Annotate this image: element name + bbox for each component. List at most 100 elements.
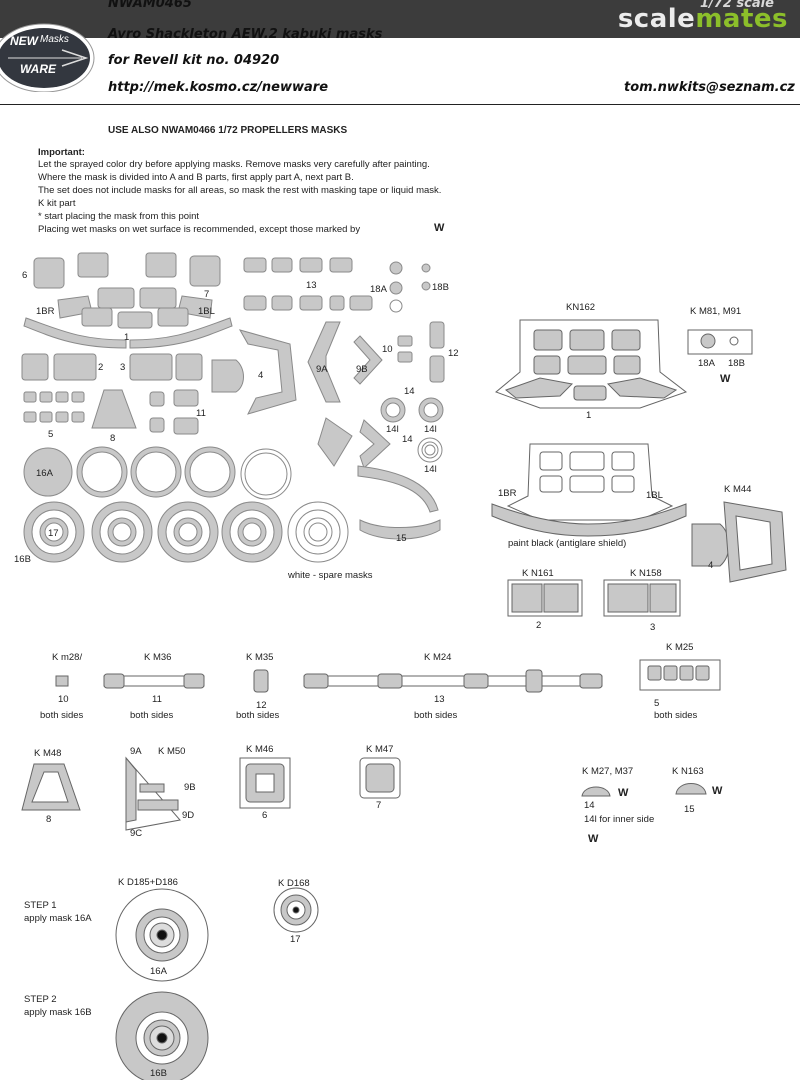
lbl-frame-1br: 1BR <box>498 488 517 499</box>
lbl-3: 3 <box>120 362 125 373</box>
lbl-km48-num: 8 <box>46 814 51 825</box>
lbl-12: 12 <box>448 348 459 359</box>
mask-piece <box>139 287 177 309</box>
lbl-kn162: KN162 <box>566 302 595 313</box>
lbl-km44: K M44 <box>724 484 751 495</box>
important-line: Placing wet masks on wet surface is reco… <box>38 224 361 235</box>
lbl-km48: K M48 <box>34 748 61 759</box>
website-link[interactable]: http://mek.kosmo.cz/newware <box>108 80 329 95</box>
lbl-14: 14 <box>404 386 415 397</box>
watermark-pre: scale <box>617 4 696 34</box>
scale-label: 1/72 scale <box>700 0 774 11</box>
lbl-km50-9d: 9D <box>182 810 194 821</box>
lbl-km36-sides: both sides <box>130 710 174 721</box>
mask-9-lower-b <box>359 419 391 469</box>
mask-2 <box>53 353 97 381</box>
lbl-kd185: K D185+D186 <box>118 877 178 888</box>
mask-4-left <box>211 359 244 393</box>
mask-6 <box>33 257 65 289</box>
lbl-kn163-w: W <box>712 785 723 797</box>
lbl-2: 2 <box>98 362 103 373</box>
lbl-km50-9a: 9A <box>130 746 142 757</box>
lbl-18b: 18B <box>432 282 449 293</box>
mask-1br-strip <box>23 317 127 349</box>
lbl-9b: 9B <box>356 364 368 375</box>
logo-masks: Masks <box>40 34 69 45</box>
mask-9b <box>353 335 383 385</box>
lbl-wheel-16b: 16B <box>150 1068 167 1079</box>
email-link[interactable]: tom.nwkits@seznam.cz <box>624 80 795 95</box>
logo-new: NEW <box>10 34 38 48</box>
lbl-km50-9b: 9B <box>184 782 196 793</box>
lbl-km81-w: W <box>720 373 731 385</box>
lbl-km50-9c: 9C <box>130 828 142 839</box>
mask-15-arc-upper <box>357 465 439 513</box>
lbl-kn163-num: 15 <box>684 804 695 815</box>
lbl-kn161: K N161 <box>522 568 554 579</box>
lbl-14l: 14l <box>386 424 399 435</box>
lbl-km24-num: 13 <box>434 694 445 705</box>
lbl-km27-w2: W <box>588 833 599 845</box>
mask-piece <box>77 252 109 278</box>
lbl-7: 7 <box>204 289 209 300</box>
mask-1bl-strip <box>129 317 233 349</box>
product-code: NWAM0465 <box>108 0 192 11</box>
important-title: Important: <box>38 147 85 158</box>
lbl-km28: K m28/ <box>52 652 82 663</box>
lbl-km25-sides: both sides <box>654 710 698 721</box>
lbl-13: 13 <box>306 280 317 291</box>
header-divider <box>0 104 800 105</box>
important-line: * start placing the mask from this point <box>38 211 200 222</box>
lbl-km50: K M50 <box>158 746 185 757</box>
lbl-1: 1 <box>124 332 129 343</box>
lbl-km27-inner: 14l for inner side <box>584 814 654 825</box>
lbl-14: 14 <box>402 434 413 445</box>
important-line: Where the mask is divided into A and B p… <box>38 172 354 183</box>
lbl-kn158: K N158 <box>630 568 662 579</box>
mask-piece <box>21 353 49 381</box>
lbl-17: 17 <box>48 528 59 539</box>
mask-4-frame <box>238 329 297 415</box>
important-line: The set does not include masks for all a… <box>38 185 442 196</box>
lbl-4: 4 <box>258 370 263 381</box>
mask-piece <box>81 307 113 327</box>
title-line-1: Avro Shackleton AEW.2 kabuki masks <box>108 27 383 42</box>
newware-logo: NEW Masks WARE <box>0 20 96 92</box>
mask-3 <box>129 353 173 381</box>
mask-piece <box>97 287 135 309</box>
lbl-km46: K M46 <box>246 744 273 755</box>
propeller-note: USE ALSO NWAM0466 1/72 PROPELLERS MASKS <box>108 125 348 136</box>
logo-ware: WARE <box>20 62 56 76</box>
lbl-10: 10 <box>382 344 393 355</box>
lbl-18a: 18A <box>370 284 388 295</box>
lbl-km24-sides: both sides <box>414 710 458 721</box>
lbl-km27-w: W <box>618 787 629 799</box>
lbl-km28-sides: both sides <box>40 710 84 721</box>
lbl-kn163: K N163 <box>672 766 704 777</box>
mask-8 <box>91 389 137 429</box>
mask-7 <box>189 255 221 287</box>
lbl-1br: 1BR <box>36 306 55 317</box>
watermark-post: mates <box>695 4 788 34</box>
mask-piece <box>175 353 203 381</box>
lbl-1bl: 1BL <box>198 306 215 317</box>
step1-text: apply mask 16A <box>24 913 92 924</box>
lbl-kd168: K D168 <box>278 878 310 889</box>
lbl-km28-num: 10 <box>58 694 69 705</box>
lbl-km35-num: 12 <box>256 700 267 711</box>
lbl-km81: K M81, M91 <box>690 306 741 317</box>
step2-text: apply mask 16B <box>24 1007 92 1018</box>
lbl-16a: 16A <box>36 468 54 479</box>
scalemates-watermark: scalemates <box>618 4 788 34</box>
mask-piece <box>145 252 177 278</box>
lbl-km81-18b: 18B <box>728 358 745 369</box>
lbl-8: 8 <box>110 433 115 444</box>
mask-15-arc <box>359 519 441 540</box>
spare-caption: white - spare masks <box>287 570 373 581</box>
lbl-kn158-num: 3 <box>650 622 655 633</box>
lbl-9a: 9A <box>316 364 328 375</box>
title-line-2: for Revell kit no. 04920 <box>108 53 280 68</box>
lbl-kd168-num: 17 <box>290 934 301 945</box>
